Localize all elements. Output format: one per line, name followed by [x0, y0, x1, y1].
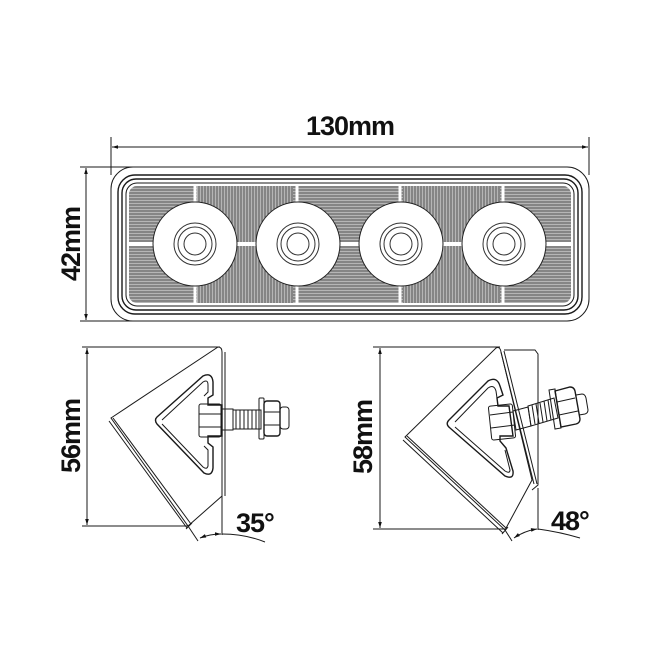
bracket-right-angle-dimension: 48°	[504, 488, 590, 542]
bracket-left-body	[108, 346, 290, 530]
bracket-left-bolt-thread	[232, 409, 262, 430]
bracket-right-height-dimension: 58mm	[348, 346, 505, 530]
height-label: 42mm	[56, 207, 86, 281]
width-label: 130mm	[306, 111, 394, 141]
bracket-left-view: 56mm	[56, 346, 290, 543]
led-2	[255, 201, 341, 287]
led-3	[358, 201, 444, 287]
bracket-left-height-dimension: 56mm	[56, 346, 220, 527]
height-dimension: 42mm	[56, 166, 140, 322]
front-view: 130mm 42mm	[56, 111, 590, 322]
led-1	[152, 201, 238, 287]
bracket-left-angle-label: 35°	[236, 508, 274, 538]
width-dimension: 130mm	[110, 111, 590, 175]
light-housing	[110, 166, 590, 322]
bracket-right-body	[402, 347, 589, 535]
led-4	[461, 201, 547, 287]
bracket-right-bolt-thread	[527, 397, 559, 427]
bracket-right-angle-label: 48°	[551, 506, 589, 536]
bracket-right-height-label: 58mm	[348, 400, 378, 474]
bracket-left-height-label: 56mm	[56, 399, 86, 473]
bracket-right-view: 58mm	[348, 346, 590, 542]
bracket-left-angle-dimension: 35°	[187, 496, 275, 543]
